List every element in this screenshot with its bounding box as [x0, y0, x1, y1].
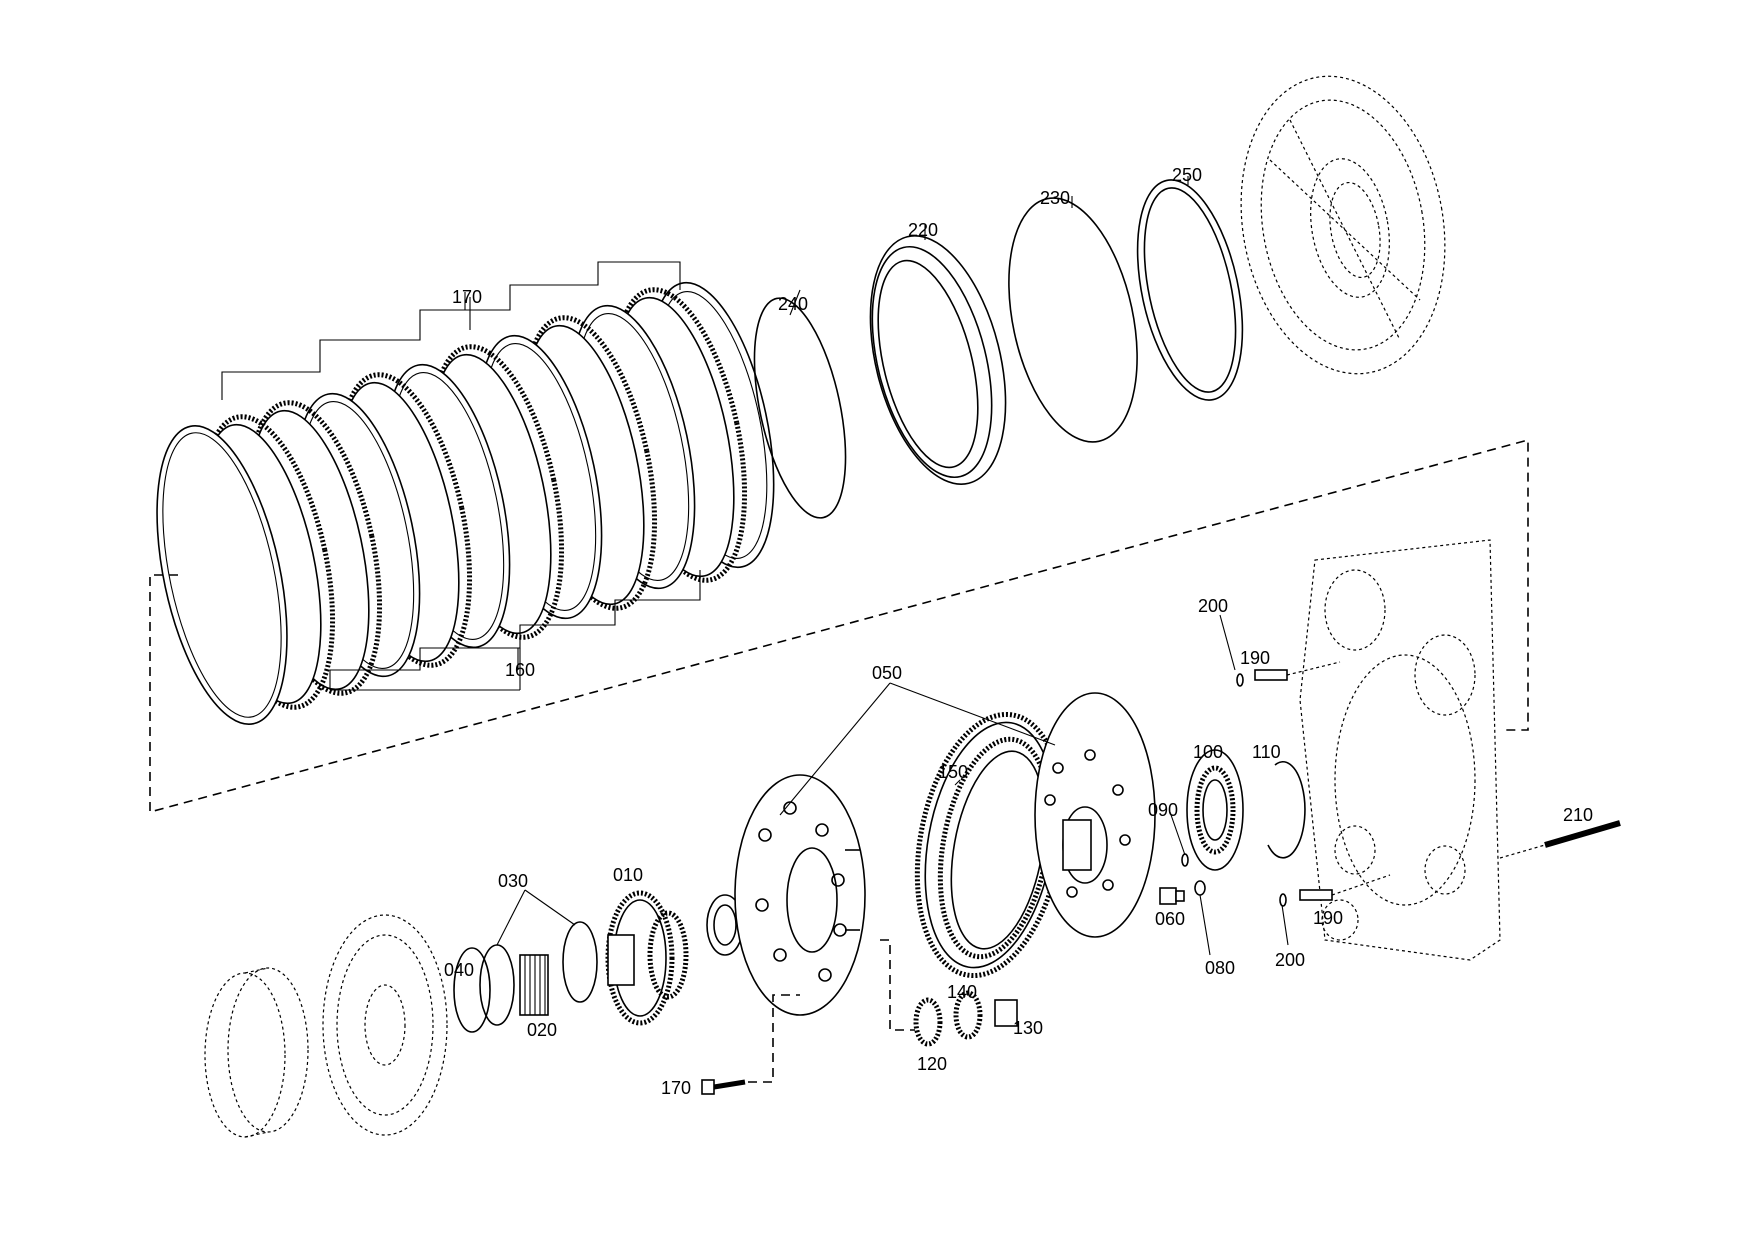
part-labels: 170 160 240 220 230 250 200 190 050 150 … [444, 165, 1593, 1098]
dowel-pin-190-bottom [1299, 874, 1391, 901]
label-080: 080 [1205, 958, 1235, 978]
stud-210 [1499, 820, 1621, 859]
label-090: 090 [1148, 800, 1178, 820]
planet-carrier-050 [734, 774, 866, 1016]
o-ring-200-bottom [1279, 893, 1287, 907]
label-060: 060 [1155, 909, 1185, 929]
disc-1-front-plate [156, 425, 288, 725]
ring-gear-150 [914, 711, 1066, 979]
label-130: 130 [1013, 1018, 1043, 1038]
assembly-connector [149, 438, 1529, 814]
ring-250 [1136, 179, 1244, 401]
label-200-bottom: 200 [1275, 950, 1305, 970]
label-200-top: 200 [1198, 596, 1228, 616]
label-100: 100 [1193, 742, 1223, 762]
ball-bearing-100 [1186, 749, 1244, 871]
bushing [706, 894, 744, 956]
bracket-160 [329, 570, 701, 691]
label-120: 120 [917, 1054, 947, 1074]
bracket-170 [221, 261, 681, 400]
label-110: 110 [1252, 742, 1281, 762]
sun-gear-010 [605, 890, 689, 1026]
label-210: 210 [1563, 805, 1593, 825]
planet-gear-120 [913, 997, 943, 1047]
seal-ring-080 [1194, 880, 1206, 896]
clutch-disc-pack [156, 261, 775, 725]
label-170-bottom: 170 [661, 1078, 691, 1098]
label-010: 010 [613, 865, 643, 885]
circlip-110 [1267, 760, 1306, 859]
piston-220 [869, 235, 1007, 485]
upper-housing [1240, 75, 1446, 375]
label-160: 160 [505, 660, 535, 680]
label-220: 220 [908, 220, 938, 240]
label-170-top: 170 [452, 287, 482, 307]
thrust-washer-030-b [562, 921, 598, 1003]
o-ring-200-top [1236, 673, 1244, 687]
label-250: 250 [1172, 165, 1202, 185]
label-140: 140 [947, 982, 977, 1002]
o-ring-230 [1008, 197, 1138, 443]
seal-ring-090 [1181, 853, 1189, 867]
label-230: 230 [1040, 188, 1070, 208]
snap-ring-040 [453, 947, 491, 1033]
thrust-washer-030-a [479, 944, 515, 1026]
label-020: 020 [527, 1020, 557, 1040]
planet-gear-140 [953, 990, 983, 1040]
leader-lines [469, 176, 1289, 956]
label-150: 150 [938, 762, 968, 782]
main-housing [1299, 539, 1501, 961]
label-030: 030 [498, 871, 528, 891]
label-190-bottom: 190 [1313, 908, 1343, 928]
carrier-to-gear-connector [880, 939, 915, 1031]
label-240: 240 [778, 294, 808, 314]
o-ring-240 [753, 297, 847, 519]
bolt-170 [701, 994, 800, 1095]
planet-pin-130 [994, 999, 1018, 1027]
left-housing [204, 914, 448, 1138]
label-050: 050 [872, 663, 902, 683]
label-190-top: 190 [1240, 648, 1270, 668]
carrier-plate-050 [1034, 692, 1156, 938]
needle-bearing-020 [519, 954, 549, 1016]
screw-plug-060 [1159, 887, 1185, 905]
label-040: 040 [444, 960, 474, 980]
dowel-pin-190-top [1254, 661, 1341, 681]
